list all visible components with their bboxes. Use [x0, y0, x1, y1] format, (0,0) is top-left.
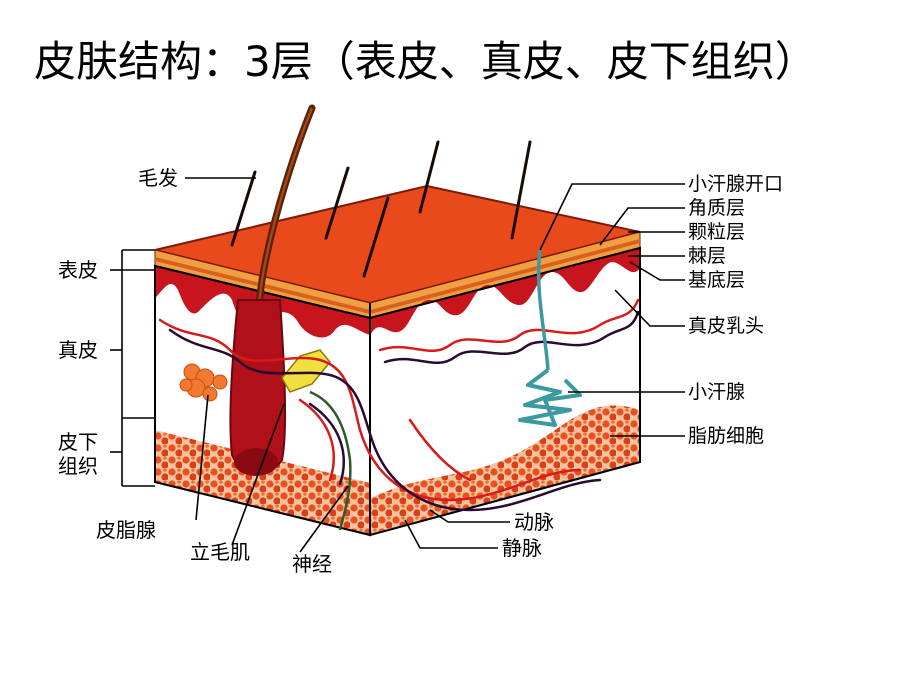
- label-dermis: 真皮: [58, 338, 98, 362]
- vein-vessel: [168, 328, 602, 512]
- artery-vessel: [158, 318, 582, 502]
- label-nerve: 神经: [292, 552, 332, 576]
- page-title: 皮肤结构：3层（表皮、真皮、皮下组织）: [34, 37, 817, 86]
- surface-hairs: [230, 140, 532, 278]
- label-epidermis: 表皮: [58, 258, 98, 282]
- label-stratum-corneum: 角质层: [688, 197, 746, 219]
- fat-layer-right: [370, 405, 640, 535]
- sweat-duct: [536, 249, 550, 371]
- label-fat-cells: 脂肪细胞: [688, 425, 765, 447]
- label-stratum-granulosum: 颗粒层: [688, 221, 746, 243]
- label-subcutaneous-1: 皮下: [58, 430, 98, 454]
- dermal-papillae-right: [370, 248, 640, 335]
- label-subcutaneous-2: 组织: [58, 454, 98, 478]
- hair-follicle: [229, 299, 287, 473]
- label-sweat-pore: 小汗腺开口: [688, 173, 784, 195]
- label-arrector-pili: 立毛肌: [190, 540, 250, 564]
- nerve-fiber: [309, 390, 352, 531]
- label-stratum-basale: 基底层: [688, 269, 746, 291]
- label-artery: 动脉: [514, 510, 554, 534]
- fat-layer-left: [155, 430, 370, 535]
- label-sebaceous-gland: 皮脂腺: [96, 518, 156, 542]
- label-hair: 毛发: [138, 166, 178, 190]
- label-vein: 静脉: [502, 536, 542, 560]
- label-stratum-spinosum: 棘层: [688, 245, 727, 267]
- label-sweat-gland: 小汗腺: [688, 381, 746, 403]
- sweat-gland-coil: [518, 368, 582, 427]
- sebaceous-gland: [179, 363, 228, 402]
- label-dermal-papilla: 真皮乳头: [688, 315, 765, 337]
